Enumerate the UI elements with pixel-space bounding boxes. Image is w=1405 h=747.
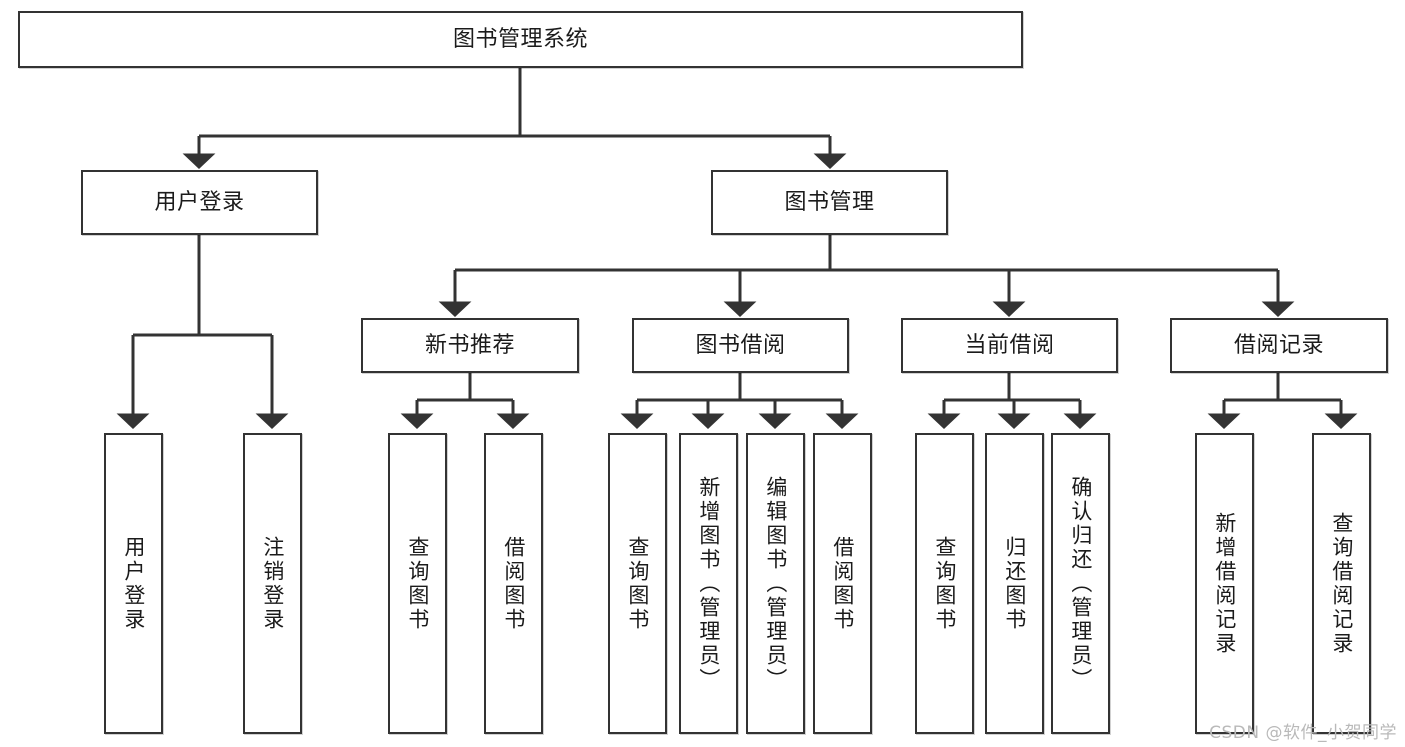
node-current-borrow[interactable]: 当前借阅	[901, 318, 1118, 373]
node-leaf-query-books-current[interactable]: 查询图书	[915, 433, 974, 734]
node-leaf-add-book-admin[interactable]: 新增图书（管理员）	[679, 433, 738, 734]
node-label: 确认归还（管理员）	[1068, 475, 1093, 692]
node-leaf-query-borrow-record[interactable]: 查询借阅记录	[1312, 433, 1371, 734]
node-label: 用户登录	[154, 189, 245, 215]
node-leaf-borrow-books-recommend[interactable]: 借阅图书	[484, 433, 543, 734]
node-root-book-management-system[interactable]: 图书管理系统	[18, 11, 1023, 68]
node-label: 查询图书	[405, 535, 430, 632]
node-label: 注销登录	[260, 535, 285, 632]
node-label: 查询借阅记录	[1329, 511, 1354, 656]
node-label: 新书推荐	[424, 332, 515, 358]
node-user-login[interactable]: 用户登录	[81, 170, 318, 235]
node-label: 用户登录	[121, 535, 146, 632]
node-label: 归还图书	[1002, 535, 1027, 632]
node-leaf-borrow-books[interactable]: 借阅图书	[813, 433, 872, 734]
node-leaf-return-books[interactable]: 归还图书	[985, 433, 1044, 734]
node-leaf-query-books-recommend[interactable]: 查询图书	[388, 433, 447, 734]
node-borrow-record[interactable]: 借阅记录	[1170, 318, 1388, 373]
node-label: 查询图书	[932, 535, 957, 632]
node-label: 查询图书	[625, 535, 650, 632]
node-label: 图书管理系统	[452, 26, 588, 52]
node-new-book-recommend[interactable]: 新书推荐	[361, 318, 579, 373]
node-leaf-confirm-return-admin[interactable]: 确认归还（管理员）	[1051, 433, 1110, 734]
node-leaf-user-login[interactable]: 用户登录	[104, 433, 163, 734]
node-label: 新增图书（管理员）	[696, 475, 721, 692]
watermark-text: CSDN @软件_小贺同学	[1209, 723, 1397, 743]
node-label: 图书借阅	[695, 332, 786, 358]
node-label: 借阅图书	[501, 535, 526, 632]
node-leaf-logout[interactable]: 注销登录	[243, 433, 302, 734]
node-leaf-add-borrow-record[interactable]: 新增借阅记录	[1195, 433, 1254, 734]
node-label: 编辑图书（管理员）	[763, 475, 788, 692]
node-label: 图书管理	[784, 189, 875, 215]
node-label: 借阅图书	[830, 535, 855, 632]
node-label: 借阅记录	[1233, 332, 1324, 358]
node-leaf-query-books-borrow[interactable]: 查询图书	[608, 433, 667, 734]
node-book-borrow[interactable]: 图书借阅	[632, 318, 849, 373]
node-leaf-edit-book-admin[interactable]: 编辑图书（管理员）	[746, 433, 805, 734]
node-book-management[interactable]: 图书管理	[711, 170, 948, 235]
node-label: 当前借阅	[964, 332, 1055, 358]
node-label: 新增借阅记录	[1212, 511, 1237, 656]
